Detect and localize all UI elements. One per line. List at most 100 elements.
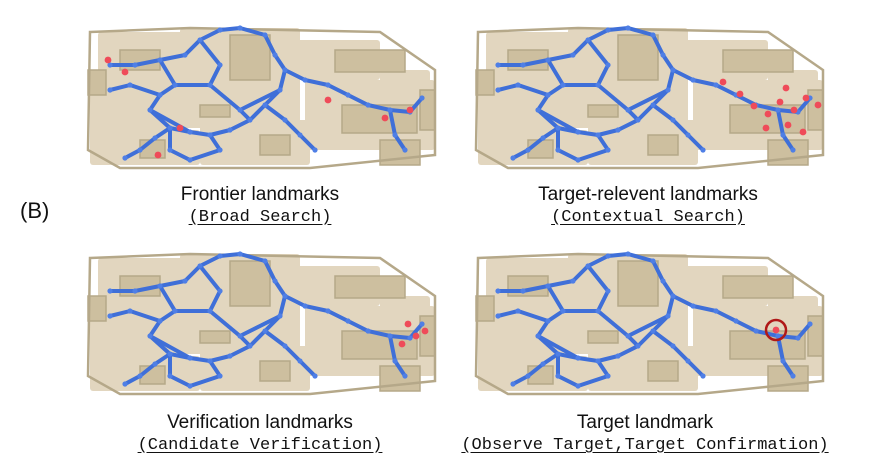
graph-node: [107, 288, 113, 294]
graph-edge: [511, 374, 530, 386]
graph-node: [685, 358, 691, 364]
graph-edge: [596, 289, 610, 313]
graph-node: [595, 132, 601, 138]
graph-edge: [198, 28, 222, 42]
graph-node: [207, 82, 213, 88]
graph-node: [237, 107, 243, 113]
graph-edge: [346, 93, 370, 107]
furniture: [617, 260, 659, 307]
graph-edge: [283, 344, 302, 363]
graph-edge: [303, 304, 330, 313]
graph-edge: [511, 148, 530, 160]
graph-node: [312, 147, 318, 153]
graph-node: [277, 87, 283, 93]
graph-node: [780, 358, 786, 364]
graph-node: [167, 351, 173, 357]
graph-edge: [263, 103, 287, 122]
graph-edge: [238, 26, 267, 37]
graph-edge: [128, 83, 162, 97]
graph-node: [665, 313, 671, 319]
graph-node: [670, 67, 676, 73]
graph-edge: [366, 103, 392, 112]
graph-edge: [366, 329, 392, 338]
graph-node: [237, 25, 243, 31]
landmark-node: [802, 94, 810, 102]
graph-node: [605, 373, 611, 379]
landmark-node: [381, 114, 389, 122]
graph-node: [665, 87, 671, 93]
graph-edge: [188, 356, 212, 363]
graph-edge: [651, 103, 675, 122]
graph-node: [325, 82, 331, 88]
graph-node: [272, 52, 278, 58]
graph-node: [585, 263, 591, 269]
graph-node: [515, 308, 521, 314]
graph-edge: [671, 294, 695, 308]
graph-edge: [521, 58, 550, 67]
graph-node: [402, 147, 408, 153]
graph-node: [635, 117, 641, 123]
landmark-node: [776, 98, 784, 106]
graph-edge: [408, 322, 424, 340]
graph-node: [387, 333, 393, 339]
caption-subtitle: (Observe Target,Target Confirmation): [461, 436, 829, 455]
graph-edge: [188, 130, 212, 137]
graph-node: [277, 313, 283, 319]
caption-title: Verification landmarks: [167, 412, 353, 433]
landmarks: [719, 78, 822, 136]
caption-title: Target landmark: [576, 412, 714, 433]
graph-node: [595, 82, 601, 88]
graph-edge: [496, 309, 520, 318]
graph-node: [775, 333, 781, 339]
graph-edge: [388, 334, 397, 363]
graph-node: [419, 95, 425, 101]
graph-edge: [393, 359, 407, 378]
graph-node: [282, 67, 288, 73]
graph-node: [575, 355, 581, 361]
graph-node: [282, 343, 288, 349]
graph-node: [197, 263, 203, 269]
graph-edge: [596, 128, 620, 137]
floor-region: [380, 296, 430, 326]
graph-edges: [496, 252, 812, 388]
graph-node: [775, 107, 781, 113]
graph-node: [795, 335, 801, 341]
graph-edge: [198, 264, 222, 293]
graph-edge: [571, 264, 590, 283]
graph-edge: [158, 58, 177, 87]
caption-title: Frontier landmarks: [180, 184, 340, 205]
graph-edge: [536, 108, 580, 134]
furniture: [334, 49, 406, 73]
graph-edge: [198, 254, 222, 268]
graph-edge: [283, 294, 307, 308]
graph-edge: [651, 329, 675, 348]
graph-node: [217, 373, 223, 379]
graph-edge: [576, 374, 610, 388]
graph-node: [107, 62, 113, 68]
graph-node: [207, 132, 213, 138]
graph-node: [625, 333, 631, 339]
graph-edge: [546, 284, 565, 313]
graph-node: [167, 147, 173, 153]
graph-node: [297, 132, 303, 138]
graph-node: [365, 102, 371, 108]
graph-edge: [714, 309, 738, 323]
graph-node: [392, 132, 398, 138]
graph-node: [700, 373, 706, 379]
graph-edge: [238, 314, 282, 338]
floor-plan: [474, 26, 825, 170]
graph-node: [217, 62, 223, 68]
graph-node: [650, 328, 656, 334]
graph-node: [407, 335, 413, 341]
caption-frontier: Frontier landmarks (Broad Search): [80, 183, 440, 229]
graph-node: [807, 321, 813, 327]
landmark-node: [154, 151, 162, 159]
graph-edge: [188, 148, 222, 162]
graph-edge: [158, 53, 187, 62]
caption-subtitle: (Broad Search): [188, 208, 332, 227]
graph-node: [780, 132, 786, 138]
graph-node: [272, 278, 278, 284]
landmark-node: [750, 102, 758, 110]
graph-node: [733, 318, 739, 324]
graph-node: [570, 278, 576, 284]
